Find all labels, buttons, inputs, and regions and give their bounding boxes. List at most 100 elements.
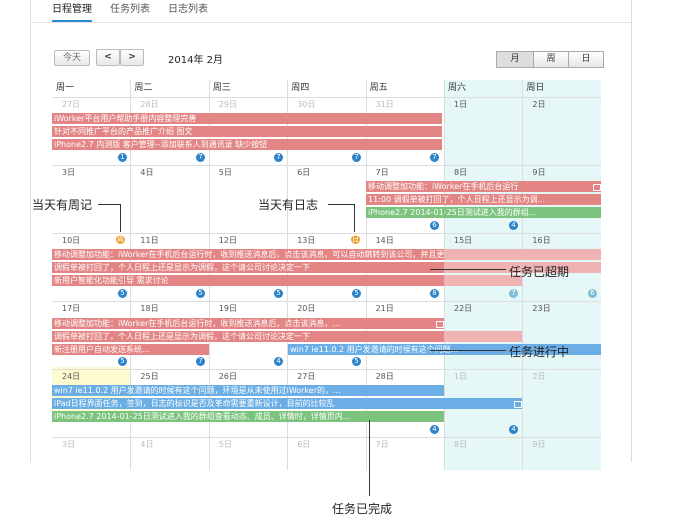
- day-number[interactable]: 7日: [375, 168, 389, 177]
- weekly-report-icon[interactable]: 周: [116, 235, 125, 244]
- day-number[interactable]: 1日: [454, 100, 468, 109]
- count-badge[interactable]: 5: [118, 357, 127, 366]
- event-bar[interactable]: 新注册用户自动发送系统...: [52, 344, 209, 355]
- weekday-header: 周六: [444, 80, 523, 98]
- day-number[interactable]: 12日: [218, 236, 237, 245]
- day-number[interactable]: 31日: [375, 100, 394, 109]
- day-number[interactable]: 29日: [218, 100, 237, 109]
- day-number[interactable]: 3日: [62, 168, 76, 177]
- day-number[interactable]: 16日: [532, 236, 551, 245]
- count-badge[interactable]: 5: [196, 289, 205, 298]
- day-number[interactable]: 17日: [62, 304, 81, 313]
- pointer-line: [98, 204, 120, 205]
- event-bar[interactable]: win7 ie11.0.2 用户发邀请的时候有这个问题...: [288, 344, 601, 355]
- day-number[interactable]: 15日: [454, 236, 473, 245]
- event-bar[interactable]: 移动调整加功能：iWorker在手机后台运行时，收到推送消息后，点击该消息，可以…: [52, 249, 444, 260]
- day-number[interactable]: 1日: [454, 372, 468, 381]
- prev-month-button[interactable]: <: [96, 49, 120, 66]
- tab-schedule[interactable]: 日程管理: [52, 0, 92, 22]
- event-bar[interactable]: 调假单被打回了，个人日程上还是显示为调假，这个请公司讨论决定一下: [52, 331, 444, 342]
- count-badge[interactable]: 5: [118, 289, 127, 298]
- day-number[interactable]: 19日: [218, 304, 237, 313]
- count-badge[interactable]: 7: [274, 153, 283, 162]
- count-badge[interactable]: 7: [430, 153, 439, 162]
- day-number[interactable]: 23日: [532, 304, 551, 313]
- event-bar-continued[interactable]: [444, 331, 522, 342]
- day-number[interactable]: 27日: [62, 100, 81, 109]
- daily-log-icon[interactable]: 日: [351, 235, 360, 244]
- weekday-header: 周日: [522, 80, 601, 98]
- day-number[interactable]: 20日: [297, 304, 316, 313]
- day-number[interactable]: 4日: [140, 168, 154, 177]
- day-number[interactable]: 6日: [297, 440, 311, 449]
- count-badge[interactable]: 7: [352, 153, 361, 162]
- count-badge[interactable]: 4: [430, 425, 439, 434]
- day-number[interactable]: 9日: [532, 440, 546, 449]
- count-badge[interactable]: 4: [274, 357, 283, 366]
- event-bar[interactable]: 移动调整加功能：iWorker在手机后台运行时，收到推送消息后，点击该消息，..…: [52, 318, 444, 329]
- event-bar[interactable]: iPhone2.7 2014-01-25日测试进入我的群组查看动态、成员、详情时…: [52, 411, 444, 422]
- day-number[interactable]: 7日: [375, 440, 389, 449]
- day-number[interactable]: 25日: [140, 372, 159, 381]
- day-number[interactable]: 18日: [140, 304, 159, 313]
- view-day-button[interactable]: 日: [568, 51, 604, 68]
- event-bar[interactable]: iPhone2.7 内测版 客户管理--添加联系人到通讯录 缺少按钮: [52, 139, 442, 150]
- count-badge[interactable]: 1: [118, 153, 127, 162]
- day-number[interactable]: 10日: [62, 236, 81, 245]
- day-number[interactable]: 21日: [375, 304, 394, 313]
- event-bar[interactable]: 新用户智能化功能引导 需求讨论: [52, 275, 444, 286]
- count-badge[interactable]: 5: [274, 289, 283, 298]
- count-badge[interactable]: 5: [352, 357, 361, 366]
- event-bar[interactable]: 针对不同推广平台的产品推广介绍 图文: [52, 126, 442, 137]
- day-number[interactable]: 22日: [454, 304, 473, 313]
- day-number[interactable]: 11日: [140, 236, 159, 245]
- day-number[interactable]: 26日: [218, 372, 237, 381]
- event-bar[interactable]: iPad日程界面任务，签到，日志的标识是否及革命需要重新设计，目前的比较乱: [52, 398, 522, 409]
- count-badge[interactable]: 7: [509, 289, 518, 298]
- today-button[interactable]: 今天: [54, 50, 90, 66]
- tab-logs[interactable]: 日志列表: [168, 4, 208, 15]
- day-number[interactable]: 8日: [454, 440, 468, 449]
- day-number[interactable]: 28日: [375, 372, 394, 381]
- count-badge[interactable]: 7: [196, 153, 205, 162]
- pointer-line: [430, 269, 506, 270]
- day-number[interactable]: 28日: [140, 100, 159, 109]
- count-badge[interactable]: 8: [430, 289, 439, 298]
- grid-line: [52, 437, 601, 438]
- event-bar[interactable]: iWorker平台用户帮助手册内容整理完善: [52, 113, 442, 124]
- day-number[interactable]: 6日: [297, 168, 311, 177]
- count-badge[interactable]: 4: [509, 221, 518, 230]
- day-number[interactable]: 2日: [532, 372, 546, 381]
- day-number[interactable]: 14日: [375, 236, 394, 245]
- lock-icon: [593, 184, 601, 191]
- event-bar[interactable]: win7 ie11.0.2 用户发邀请的时候有这个问题，环境是从未使用过iWor…: [52, 385, 444, 396]
- day-number[interactable]: 2日: [532, 100, 546, 109]
- day-number[interactable]: 9日: [532, 168, 546, 177]
- day-number[interactable]: 13日: [297, 236, 316, 245]
- view-month-button[interactable]: 月: [496, 51, 534, 68]
- event-bar-continued[interactable]: [444, 249, 601, 260]
- day-number[interactable]: 24日: [62, 372, 81, 381]
- day-number[interactable]: 5日: [218, 440, 232, 449]
- pointer-line: [354, 204, 355, 232]
- day-number[interactable]: 8日: [454, 168, 468, 177]
- view-week-button[interactable]: 周: [533, 51, 569, 68]
- count-badge[interactable]: 4: [509, 425, 518, 434]
- next-month-button[interactable]: >: [120, 49, 144, 66]
- day-number[interactable]: 4日: [140, 440, 154, 449]
- count-badge[interactable]: 6: [430, 221, 439, 230]
- event-bar[interactable]: 移动调整加功能：iWorker在手机后台运行: [366, 181, 601, 192]
- tab-tasks[interactable]: 任务列表: [110, 4, 150, 15]
- count-badge[interactable]: 6: [588, 289, 597, 298]
- count-badge[interactable]: 7: [196, 357, 205, 366]
- event-bar[interactable]: 11:00 调假单被打回了，个人日程上还显示为调...: [366, 194, 601, 205]
- day-number[interactable]: 30日: [297, 100, 316, 109]
- count-badge[interactable]: 5: [352, 289, 361, 298]
- event-bar-continued[interactable]: [444, 262, 601, 273]
- day-number[interactable]: 5日: [218, 168, 232, 177]
- event-bar-continued[interactable]: [444, 275, 522, 286]
- event-bar[interactable]: iPhone2.7 2014-01-25日测试进入我的群组...: [366, 207, 601, 218]
- day-number[interactable]: 27日: [297, 372, 316, 381]
- day-number[interactable]: 3日: [62, 440, 76, 449]
- event-bar[interactable]: 调假单被打回了，个人日程上还是显示为调假，这个请公司讨论决定一下: [52, 262, 444, 273]
